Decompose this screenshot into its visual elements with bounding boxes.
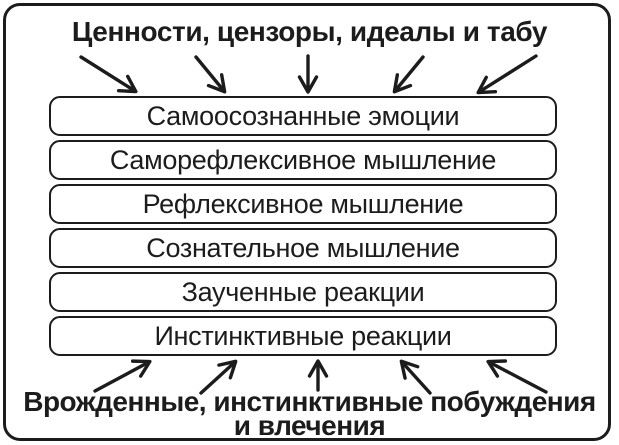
- top-label: Ценности, цензоры, идеалы и табу: [71, 16, 548, 47]
- top-arrow-1: [79, 55, 138, 94]
- bottom-arrow-5: [486, 359, 548, 394]
- levels-stack: Самоосознанные эмоции Саморефлексивное м…: [49, 96, 557, 360]
- top-arrow-5: [476, 54, 538, 95]
- level-box-self-reflective-thinking: Саморефлексивное мышление: [49, 140, 557, 180]
- level-box-reflective-thinking: Рефлексивное мышление: [49, 184, 557, 224]
- bottom-arrow-1: [93, 359, 152, 393]
- level-box-self-conscious-emotions: Самоосознанные эмоции: [49, 96, 557, 136]
- bottom-label: Врожденные, инстинктивные побуждения и в…: [0, 386, 619, 441]
- level-box-conscious-thinking: Сознательное мышление: [49, 228, 557, 268]
- bottom-label-line-2: и влечения: [233, 409, 386, 441]
- bottom-arrow-2: [199, 359, 238, 395]
- top-arrow-2: [194, 55, 227, 94]
- level-box-learned-reactions: Заученные реакции: [49, 272, 557, 312]
- bottom-arrow-4: [399, 359, 432, 395]
- level-box-instinctive-reactions: Инстинктивные реакции: [49, 316, 557, 356]
- top-arrow-4: [392, 55, 425, 94]
- bottom-label-line-1: Врожденные, инстинктивные побуждения: [23, 386, 596, 417]
